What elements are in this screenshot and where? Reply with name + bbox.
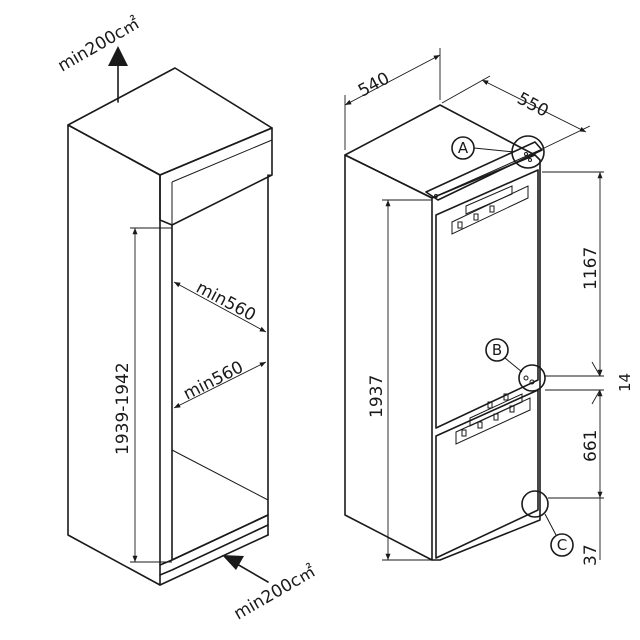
width-label: 540	[355, 69, 393, 102]
upper-door	[435, 169, 539, 429]
cabinet-header	[159, 127, 273, 226]
bottom-airflow-label: min200c㎡	[231, 562, 320, 625]
gap-label: 14	[616, 373, 634, 392]
callout-c	[550, 533, 574, 557]
bottom-label: 37	[581, 544, 601, 566]
cabinet-top	[67, 67, 273, 176]
callout-circle-c	[521, 490, 549, 518]
niche-height-dimension	[130, 227, 172, 563]
callout-b-label: B	[492, 341, 502, 359]
total-height-dimension	[382, 199, 432, 561]
top-airflow-arrow	[108, 46, 128, 103]
height-chain-dimension	[542, 171, 604, 560]
cabinet-plinth	[159, 514, 269, 576]
niche-cabinet	[67, 67, 273, 586]
width-dimension	[344, 48, 441, 150]
depth-dimension	[441, 75, 591, 151]
niche-height-label: 1939-1942	[113, 362, 133, 455]
appliance-body	[344, 104, 543, 561]
bottom-airflow-arrow	[222, 555, 269, 583]
top-rail	[425, 141, 543, 201]
callout-b	[485, 338, 509, 362]
depth-label: 550	[514, 89, 552, 122]
total-height-label: 1937	[367, 375, 387, 418]
niche-width-label: min560	[180, 357, 247, 404]
callout-c-label: C	[557, 536, 567, 554]
appliance-side	[344, 154, 433, 561]
cabinet-left-side	[67, 124, 161, 586]
mid-bracket	[455, 397, 531, 445]
lower-door	[435, 389, 539, 559]
niche-depth-dimension	[173, 281, 267, 333]
callout-a-label: A	[458, 139, 469, 157]
callout-circle-b	[518, 364, 546, 392]
niche-depth-label: min560	[193, 278, 259, 326]
niche-width-dimension	[173, 361, 267, 409]
lower-door-label: 661	[581, 430, 601, 462]
top-airflow-label: min200c㎡	[55, 14, 144, 77]
upper-door-label: 1167	[581, 247, 601, 290]
